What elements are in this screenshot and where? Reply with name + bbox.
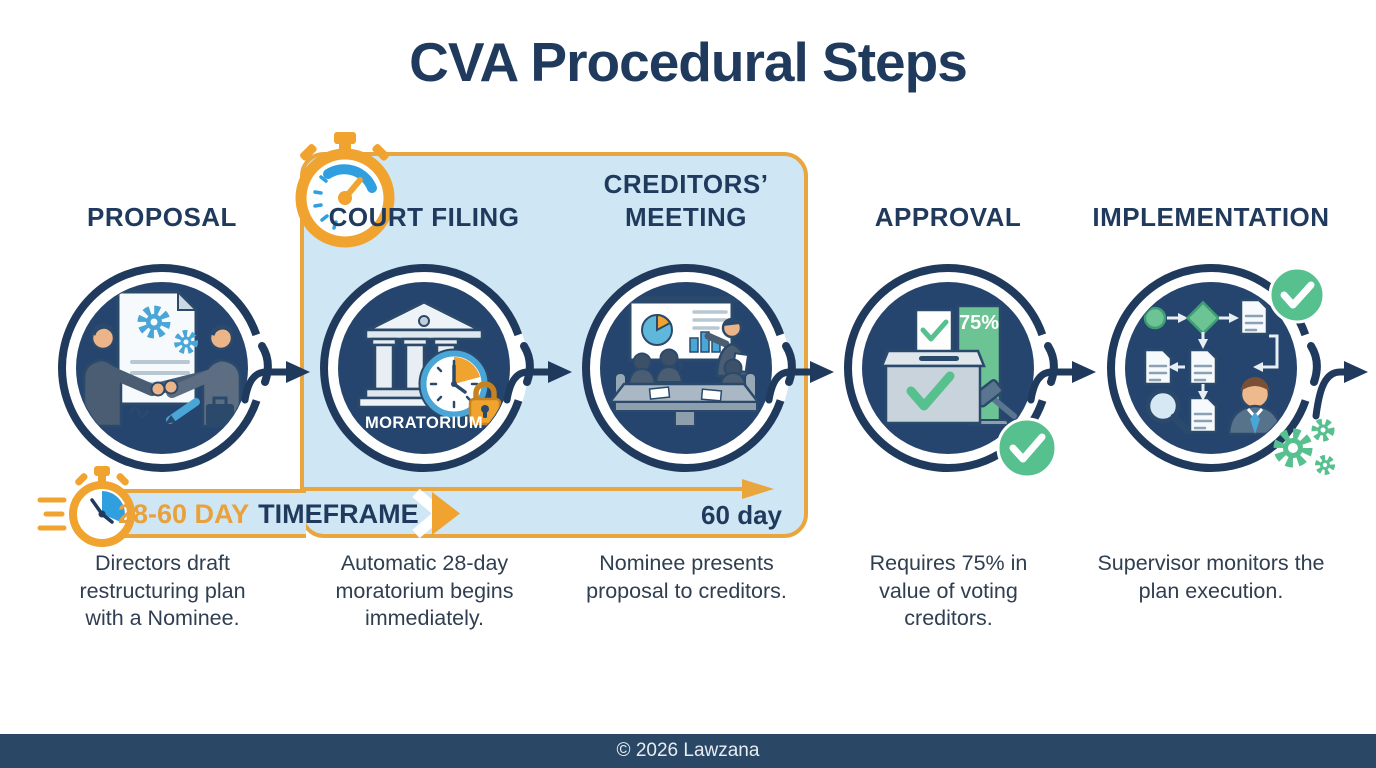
arrow-court-to-meeting [503, 361, 572, 404]
copyright-text: © 2026 Lawzana [616, 740, 760, 761]
footer-bar: © 2026 Lawzana [0, 734, 1376, 768]
arrow-implementation-exit [1312, 361, 1368, 420]
page-title: CVA Procedural Steps [409, 31, 968, 93]
step-desc-implementation: Supervisor monitors the plan execution. [1097, 551, 1325, 603]
step-desc-creditors-meeting: Nominee presents proposal to creditors. [586, 551, 787, 603]
step-label-proposal: PROPOSAL [87, 202, 237, 232]
moratorium-label: MORATORIUM [365, 414, 483, 432]
handshake-document-icon [82, 289, 242, 428]
step-label-court-filing: COURT FILING [328, 202, 520, 232]
gears-icon [1273, 418, 1335, 475]
step-label-approval: APPROVAL [874, 202, 1022, 232]
timer-icon [37, 466, 135, 547]
step-desc-approval: Requires 75% in value of voting creditor… [869, 551, 1028, 630]
step-label-creditors-meeting: CREDITORS’ MEETING [603, 169, 769, 232]
timeframe-duration: 28-60 DAY [118, 499, 250, 529]
percentage-label: 75% [958, 312, 1000, 334]
creditors-meeting-circle [582, 264, 796, 472]
arrow-meeting-to-approval [765, 361, 834, 404]
implementation-circle [1107, 264, 1335, 475]
implementation-check-badge [1268, 266, 1326, 324]
step-desc-court-filing: Automatic 28-day moratorium begins immed… [335, 551, 514, 630]
duration-arrow [304, 479, 774, 499]
step-label-implementation: IMPLEMENTATION [1092, 202, 1330, 232]
flowchart-supervisor-icon [1143, 298, 1283, 436]
chevron-right-icon [412, 488, 460, 539]
proposal-circle [58, 264, 272, 472]
courthouse-clock-padlock-icon [357, 300, 502, 426]
arrow-approval-to-implementation [1027, 361, 1096, 404]
approval-circle [844, 264, 1058, 479]
meeting-presentation-icon [607, 296, 761, 427]
stopwatch-icon [295, 132, 395, 248]
approval-check-badge [996, 417, 1058, 479]
step-desc-proposal: Directors draft restructuring plan with … [79, 551, 246, 630]
timeline-end-label: 60 day [701, 500, 782, 530]
court-filing-circle [320, 264, 534, 472]
arrow-proposal-to-court [241, 361, 310, 404]
ballot-box-gavel-icon [880, 304, 1017, 426]
